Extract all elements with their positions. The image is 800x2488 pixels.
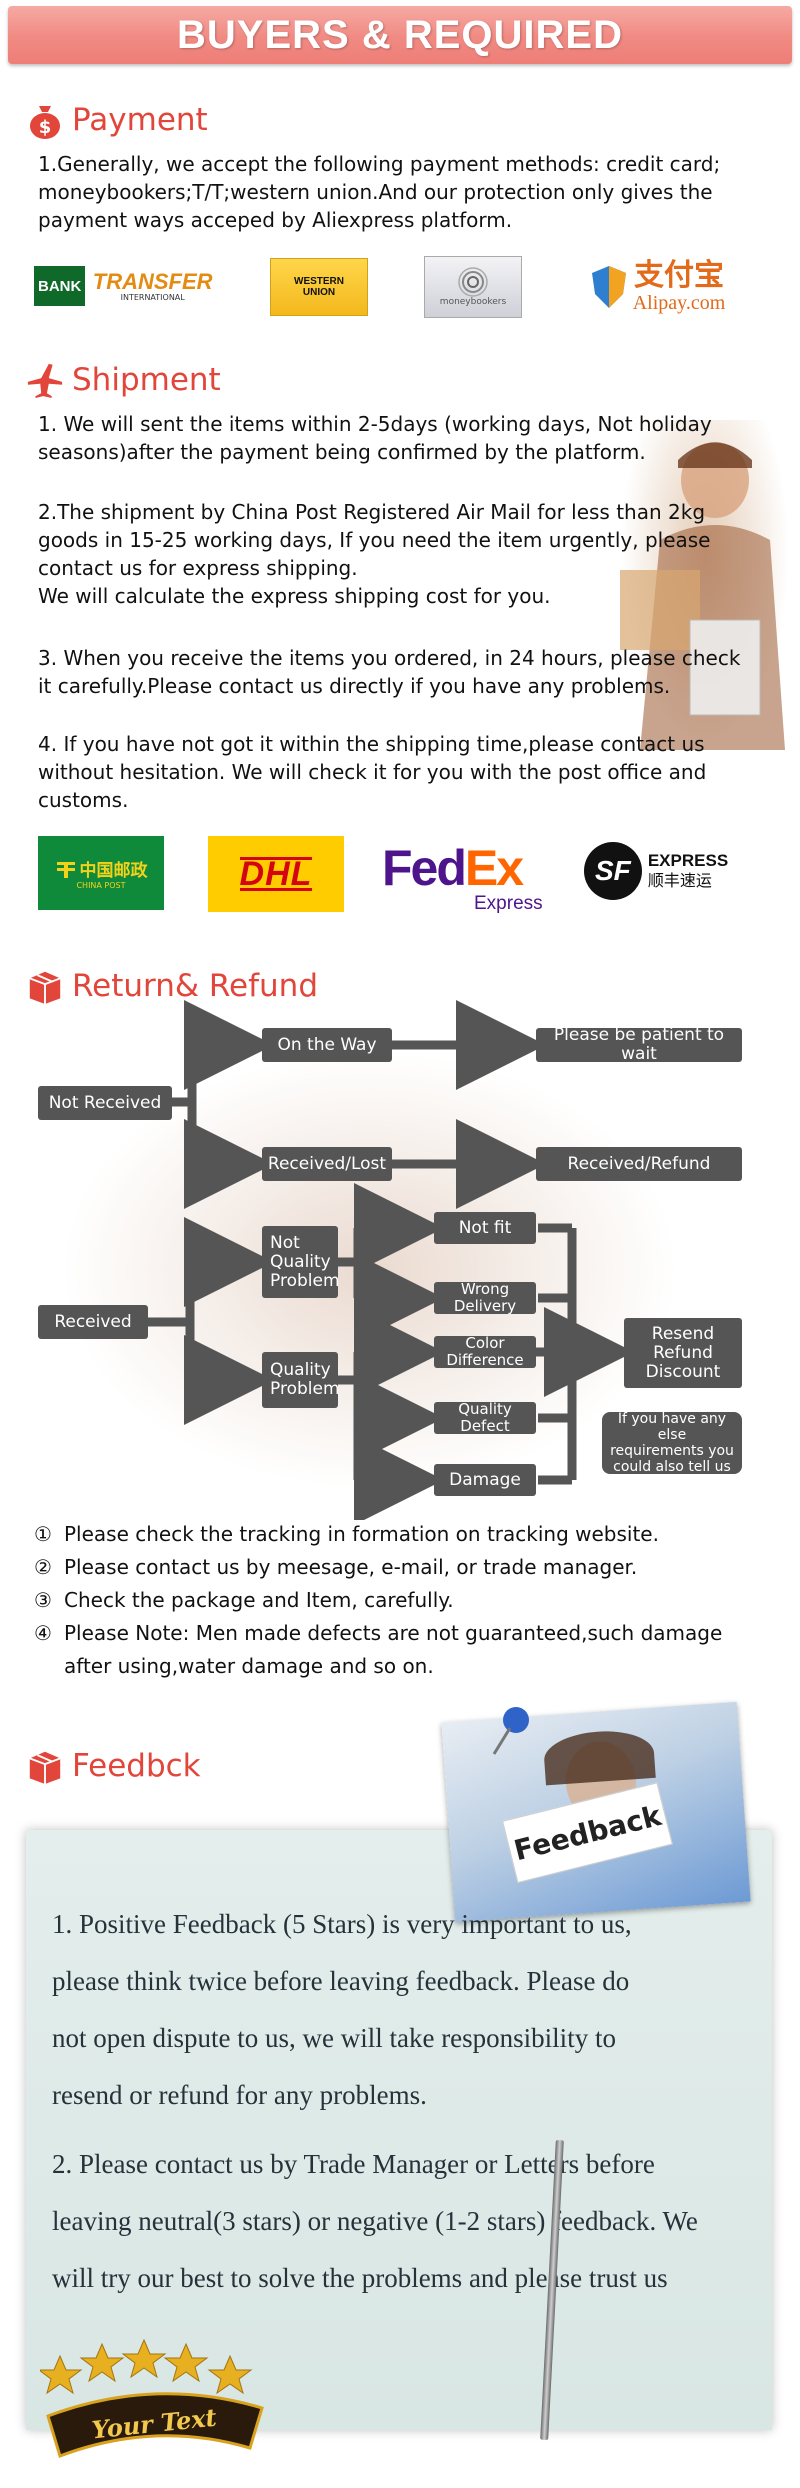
- flow-not-received: Not Received: [38, 1086, 172, 1120]
- page-banner: BUYERS & REQUIRED: [8, 6, 792, 64]
- package-box-icon: [29, 1751, 61, 1785]
- refund-title: Return& Refund: [72, 968, 319, 1004]
- alipay-shield-icon: [591, 266, 626, 308]
- flow-on-the-way: On the Way: [262, 1028, 392, 1062]
- feedback-paragraph-2: 2. Please contact us by Trade Manager or…: [52, 2149, 698, 2293]
- money-bag-icon: $: [30, 106, 60, 139]
- flow-received-lost: Received/Lost: [262, 1147, 392, 1181]
- flow-resend: Resend Refund Discount: [624, 1318, 742, 1388]
- sf-express-logo: SF EXPRESS 顺丰速运: [576, 838, 736, 904]
- moneybookers-logo: moneybookers: [424, 256, 522, 318]
- shipment-text-2: 2.The shipment by China Post Registered …: [38, 500, 711, 608]
- moneybookers-mark-icon: [458, 267, 488, 297]
- feedback-paragraph-1: 1. Positive Feedback (5 Stars) is very i…: [52, 1909, 632, 2110]
- payment-header: $ Payment: [26, 98, 208, 142]
- payment-title: Payment: [72, 102, 208, 138]
- banner-title: BUYERS & REQUIRED: [177, 12, 623, 57]
- china-post-logo: 中国邮政 CHINA POST: [38, 836, 164, 910]
- flow-quality-defect: Quality Defect: [434, 1401, 536, 1435]
- flow-be-patient: Please be patient to wait: [536, 1026, 742, 1064]
- flow-quality: Quality Problem: [262, 1352, 340, 1408]
- refund-header: Return& Refund: [26, 964, 318, 1008]
- flow-damage: Damage: [434, 1464, 536, 1496]
- shipment-text-1: 1. We will sent the items within 2-5days…: [38, 412, 712, 464]
- bank-transfer-logo: BANK TRANSFER INTERNATIONAL: [34, 266, 220, 306]
- china-post-mark-icon: [56, 861, 75, 878]
- flow-received: Received: [38, 1305, 148, 1339]
- airplane-icon: [27, 363, 63, 399]
- shipment-header: Shipment: [26, 358, 221, 402]
- shipment-text-4: 4. If you have not got it within the shi…: [38, 732, 707, 812]
- payment-text: 1.Generally, we accept the following pay…: [38, 152, 721, 232]
- feedback-card: [26, 1830, 772, 2430]
- push-pin-icon: [492, 1707, 529, 1755]
- flow-not-fit: Not fit: [434, 1212, 536, 1244]
- flow-wrong-delivery: Wrong Delivery: [434, 1281, 536, 1315]
- refund-flow-connectors: [148, 1000, 634, 1520]
- courier-image: [610, 420, 790, 750]
- shipment-title: Shipment: [72, 362, 221, 398]
- alipay-logo: 支付宝 Alipay.com: [572, 252, 742, 322]
- feedback-header: Feedbck: [26, 1744, 201, 1788]
- package-box-icon: [29, 971, 61, 1005]
- fedex-logo: FedEx Express: [382, 840, 543, 914]
- feedback-title: Feedbck: [72, 1748, 201, 1784]
- dhl-logo: DHL: [208, 836, 344, 912]
- western-union-logo: WESTERN UNION: [270, 258, 368, 316]
- flow-not-quality: Not Quality Problem: [262, 1226, 340, 1298]
- shipment-text-3: 3. When you receive the items you ordere…: [38, 646, 741, 698]
- svg-text:$: $: [39, 117, 52, 138]
- flow-color-difference: Color Difference: [434, 1335, 536, 1369]
- flow-else-requirements: If you have any else requirements you co…: [602, 1411, 742, 1475]
- your-text-badge: Your Text: [37, 2336, 270, 2466]
- flow-received-refund: Received/Refund: [536, 1147, 742, 1181]
